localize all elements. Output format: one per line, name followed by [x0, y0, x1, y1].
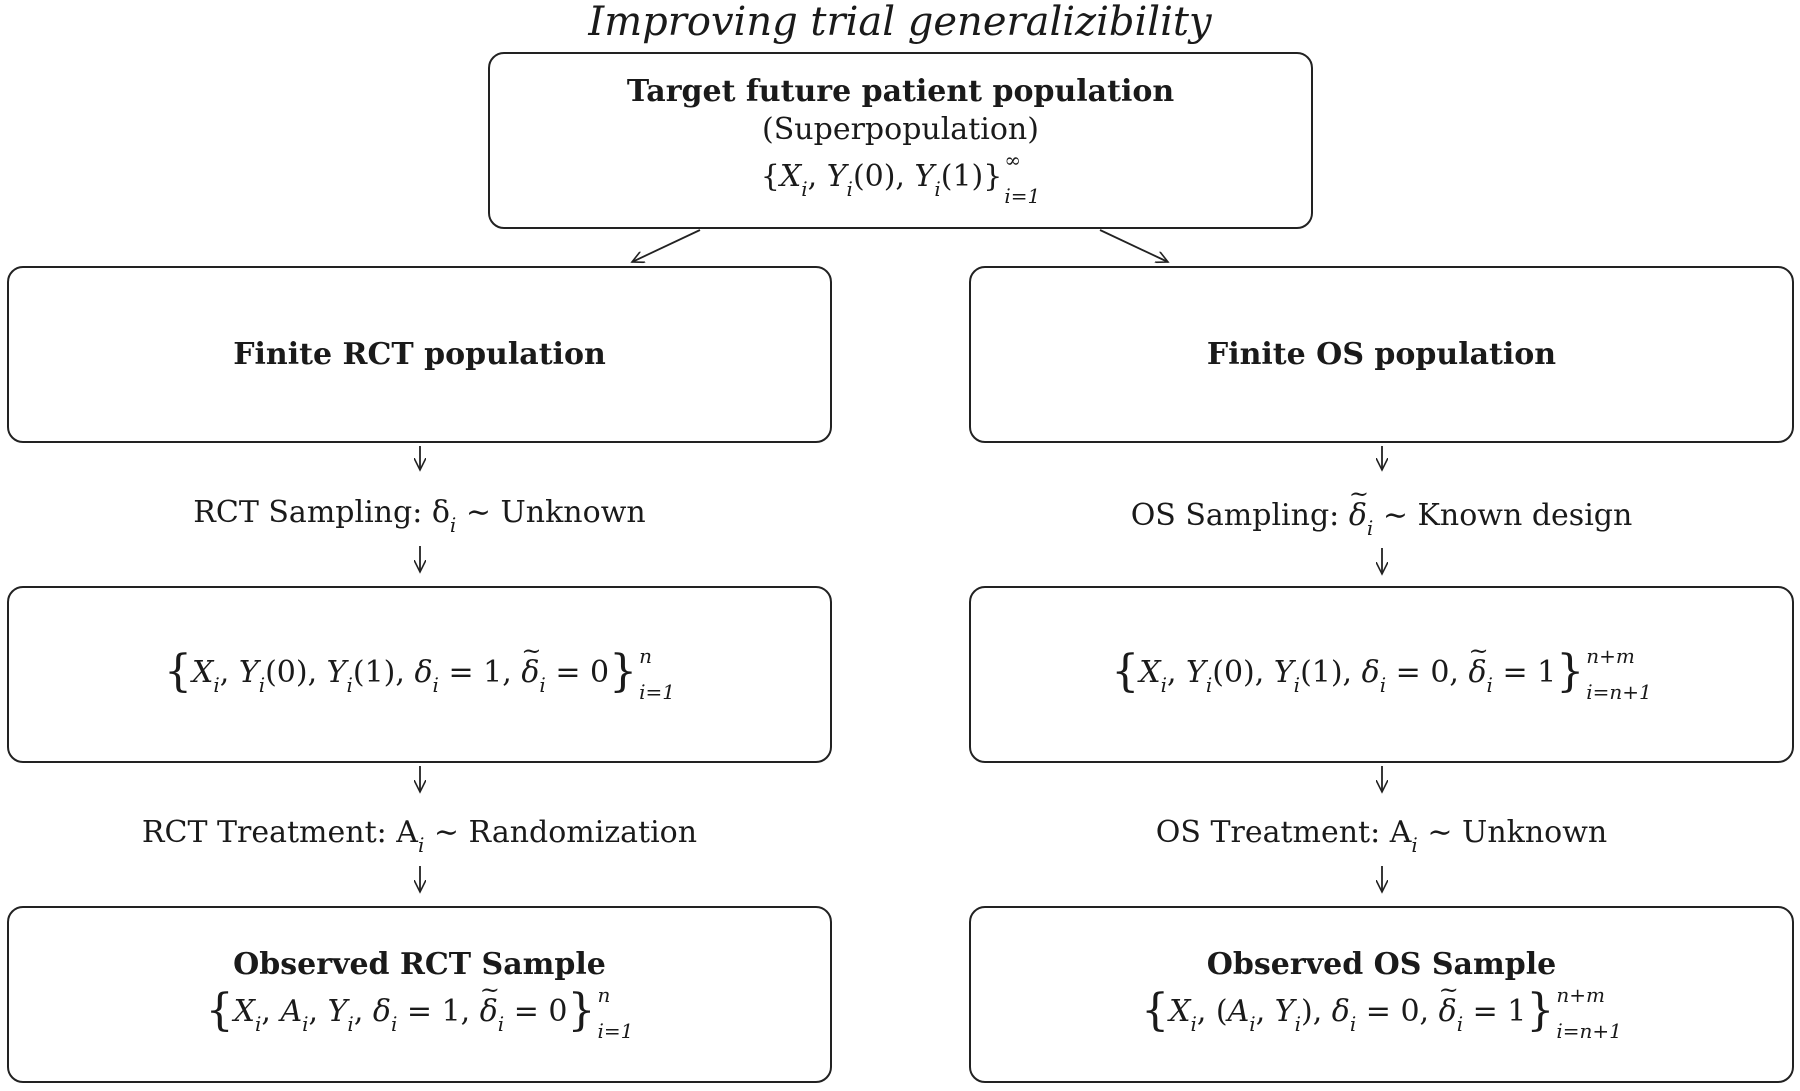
observed-rct-sup: n [597, 983, 611, 1007]
diagram-title: Improving trial generalizibility [588, 0, 1212, 45]
target-population-box: Target future patient population (Superp… [488, 52, 1313, 229]
finite-rct-population-label: Finite RCT population [233, 336, 606, 372]
superpopulation-label: (Superpopulation) [762, 112, 1039, 147]
observed-os-sample-box: Observed OS Sample {Xi, (Ai, Yi), δi = 0… [969, 906, 1794, 1083]
observed-os-formula: {Xi, (Ai, Yi), δi = 0, δi = 1}n+mi=n+1 [1141, 971, 1622, 1043]
arrow-top-to-os [1099, 229, 1168, 262]
os-set-sup: n+m [1586, 644, 1635, 668]
os-sampling-text: OS Sampling: [1130, 498, 1349, 533]
rct-set-sup: n [639, 644, 652, 668]
superpopulation-formula: {Xi, Yi(0), Yi(1)}∞i=1 [760, 148, 1041, 208]
os-set-box: {Xi, Yi(0), Yi(1), δi = 0, δi = 1}n+mi=n… [969, 586, 1794, 763]
observed-rct-sub: i=1 [597, 1019, 634, 1043]
os-sampling-dist: ∼ Known design [1373, 498, 1633, 533]
rct-sampling-dist: ∼ Unknown [456, 495, 646, 530]
superpop-sub: i=1 [1004, 184, 1041, 208]
superpop-sup: ∞ [1004, 148, 1021, 172]
rct-set-formula: {Xi, Yi(0), Yi(1), δi = 1, δi = 0}ni=1 [164, 632, 675, 704]
observed-os-sub: i=n+1 [1556, 1019, 1622, 1043]
os-set-formula: {Xi, Yi(0), Yi(1), δi = 0, δi = 1}n+mi=n… [1111, 632, 1652, 704]
rct-set-box: {Xi, Yi(0), Yi(1), δi = 1, δi = 0}ni=1 [7, 586, 832, 763]
rct-treatment-dist: ∼ Randomization [424, 815, 698, 850]
rct-treatment-label: RCT Treatment: Ai ∼ Randomization [141, 815, 698, 857]
observed-rct-heading: Observed RCT Sample [233, 947, 606, 982]
observed-rct-formula: {Xi, Ai, Yi, δi = 1, δi = 0}ni=1 [206, 971, 634, 1043]
os-sampling-label: OS Sampling: δi ∼ Known design [969, 476, 1794, 546]
rct-set-sub: i=1 [639, 680, 675, 704]
os-treatment-label: OS Treatment: Ai ∼ Unknown [1155, 815, 1608, 857]
os-treatment-dist: ∼ Unknown [1417, 815, 1608, 850]
observed-rct-sample-box: Observed RCT Sample {Xi, Ai, Yi, δi = 1,… [7, 906, 832, 1083]
rct-sampling-label: RCT Sampling: δi ∼ Unknown [193, 495, 646, 537]
finite-rct-population-box: Finite RCT population [7, 266, 832, 443]
finite-os-population-label: Finite OS population [1206, 336, 1557, 372]
finite-os-population-box: Finite OS population [969, 266, 1794, 443]
os-treatment-text: OS Treatment: A [1155, 815, 1412, 850]
observed-os-sup: n+m [1556, 983, 1605, 1007]
observed-os-heading: Observed OS Sample [1206, 947, 1557, 982]
os-set-sub: i=n+1 [1586, 680, 1652, 704]
rct-treatment-text: RCT Treatment: A [141, 815, 418, 850]
arrow-top-to-rct [632, 229, 701, 262]
rct-sampling-text: RCT Sampling: δ [193, 495, 450, 530]
target-population-heading: Target future patient population [626, 74, 1175, 109]
